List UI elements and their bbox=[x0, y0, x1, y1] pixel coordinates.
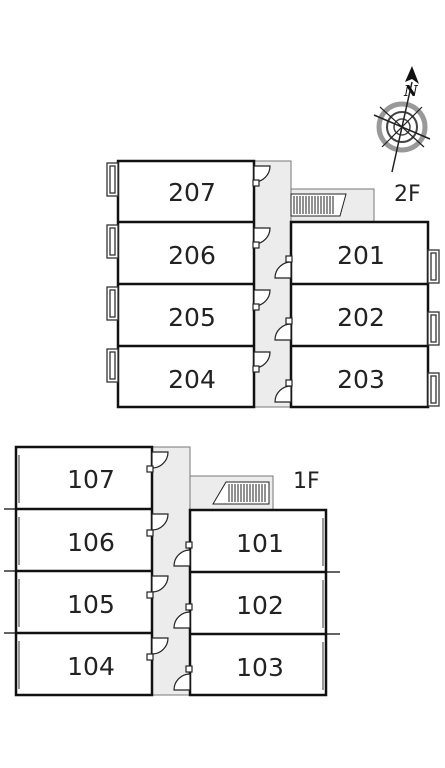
floor-label: 1F bbox=[293, 469, 320, 494]
stairs-icon-1f bbox=[212, 481, 270, 505]
room-label: 205 bbox=[168, 303, 216, 332]
compass-north-label: N bbox=[403, 82, 419, 100]
room-label: 202 bbox=[337, 303, 385, 332]
room-label: 207 bbox=[168, 178, 216, 207]
room-label: 105 bbox=[67, 590, 115, 619]
door-2f-west bbox=[252, 165, 271, 373]
floor-1f: 107 106 105 104 101 102 103 1F bbox=[4, 445, 340, 697]
door-1f-west bbox=[146, 451, 169, 661]
room-label: 107 bbox=[67, 465, 115, 494]
stairs-icon-2f bbox=[290, 193, 347, 217]
door-1f-east bbox=[173, 541, 193, 691]
wall-ticks-1f bbox=[4, 508, 340, 635]
room-label: 101 bbox=[236, 529, 284, 558]
stair-landing-2f bbox=[254, 160, 375, 223]
room-label: 102 bbox=[236, 591, 284, 620]
door-2f-east bbox=[274, 255, 293, 403]
balcony-2f-east bbox=[427, 249, 440, 407]
compass-icon: N bbox=[373, 66, 431, 173]
window-marks-1f bbox=[18, 455, 324, 690]
room-label: 201 bbox=[337, 241, 385, 270]
balcony-2f-west bbox=[106, 162, 119, 383]
room-label: 204 bbox=[168, 365, 216, 394]
room-label: 106 bbox=[67, 528, 115, 557]
room-label: 104 bbox=[67, 652, 115, 681]
floor-2f: 207 206 205 204 201 202 203 2F bbox=[106, 159, 440, 409]
room-label: 103 bbox=[236, 653, 284, 682]
room-label: 206 bbox=[168, 241, 216, 270]
floor-label: 2F bbox=[394, 182, 421, 207]
corridor-1f bbox=[151, 446, 191, 696]
room-label: 203 bbox=[337, 365, 385, 394]
